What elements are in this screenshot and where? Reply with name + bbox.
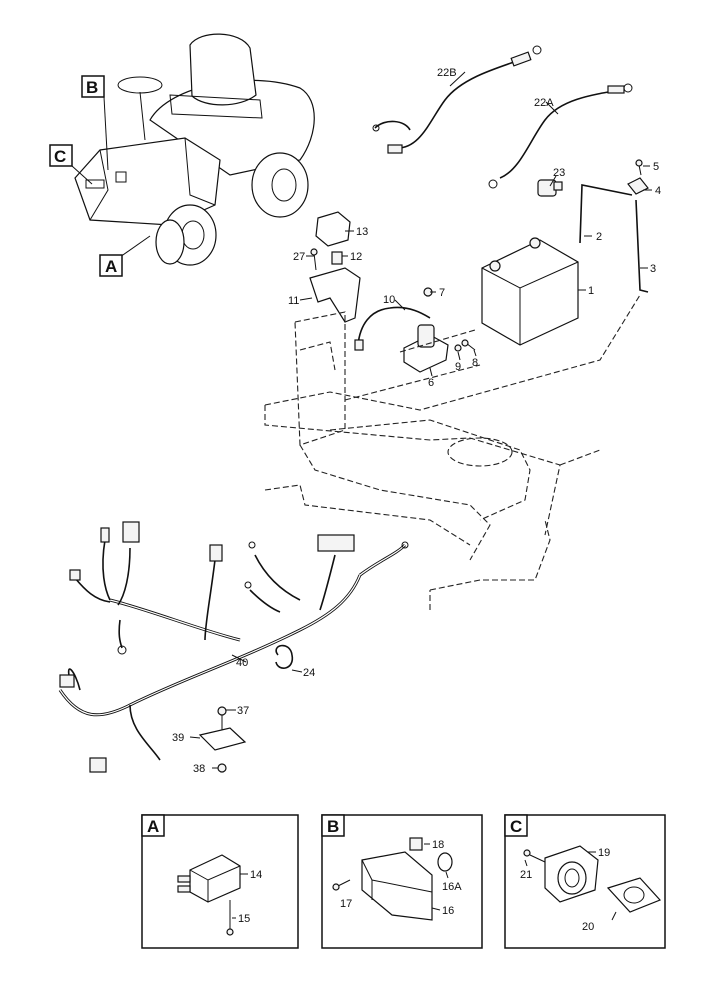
callout-5: 5 [653, 161, 659, 173]
chassis-frame [264, 294, 641, 610]
callout-9: 9 [455, 361, 461, 373]
callout-21: 21 [520, 869, 532, 881]
tractor-label-B: B [81, 75, 105, 98]
callout-27: 27 [293, 251, 305, 263]
callout-22A: 22A [534, 97, 554, 109]
callout-37: 37 [237, 705, 249, 717]
leader-lines [189, 71, 652, 769]
detail-box-B: B 18 16A 17 16 [321, 814, 483, 949]
callout-38: 38 [193, 763, 205, 775]
callout-23: 23 [553, 167, 565, 179]
svg-text:B: B [86, 78, 98, 97]
battery [481, 237, 579, 346]
detail-box-C: C 19 21 20 [504, 814, 666, 949]
svg-text:C: C [54, 147, 66, 166]
callout-16: 16 [442, 905, 454, 917]
callout-40: 40 [236, 657, 248, 669]
callout-7: 7 [439, 287, 445, 299]
callout-14: 14 [250, 869, 262, 881]
callout-10: 10 [383, 294, 395, 306]
wire-10 [354, 306, 431, 351]
cable-tie-24 [275, 644, 294, 669]
svg-text:A: A [105, 257, 117, 276]
svg-text:B: B [327, 817, 339, 836]
callout-11: 11 [288, 295, 299, 307]
battery-holddown [579, 159, 649, 293]
svg-text:A: A [147, 817, 159, 836]
tractor-label-A: A [99, 254, 123, 277]
callout-4: 4 [655, 185, 661, 197]
callout-24: 24 [303, 667, 315, 679]
callout-22B: 22B [437, 67, 457, 79]
callout-39: 39 [172, 732, 184, 744]
bracket-39 [198, 727, 247, 751]
callout-3: 3 [650, 263, 656, 275]
callout-18: 18 [432, 839, 444, 851]
relay-cover-13 [315, 211, 351, 247]
callout-17: 17 [340, 898, 352, 910]
callout-13: 13 [356, 226, 368, 238]
callout-12: 12 [350, 251, 362, 263]
starter-solenoid-6 [403, 324, 449, 373]
callout-20: 20 [582, 921, 594, 933]
battery-cable-22A [488, 83, 633, 189]
callout-6: 6 [428, 377, 434, 389]
solenoid-bracket-11 [309, 267, 361, 323]
screw-27 [310, 248, 318, 271]
detail-box-A: A 14 15 [141, 814, 299, 949]
callout-1: 1 [588, 285, 594, 297]
switch-23 [537, 179, 563, 197]
callout-8: 8 [472, 357, 478, 369]
callout-19: 19 [598, 847, 610, 859]
tractor-illustration [71, 33, 315, 266]
connector-12 [331, 251, 343, 265]
callout-16A: 16A [442, 881, 462, 893]
callout-15: 15 [238, 913, 250, 925]
wire-harness-40 [58, 521, 409, 773]
nut-38 [217, 763, 227, 773]
bolt-8 [461, 339, 476, 351]
callout-2: 2 [596, 231, 602, 243]
svg-text:C: C [510, 817, 522, 836]
battery-cable-22B [372, 45, 542, 154]
washer-9 [454, 344, 462, 352]
tractor-label-C: C [49, 144, 73, 167]
